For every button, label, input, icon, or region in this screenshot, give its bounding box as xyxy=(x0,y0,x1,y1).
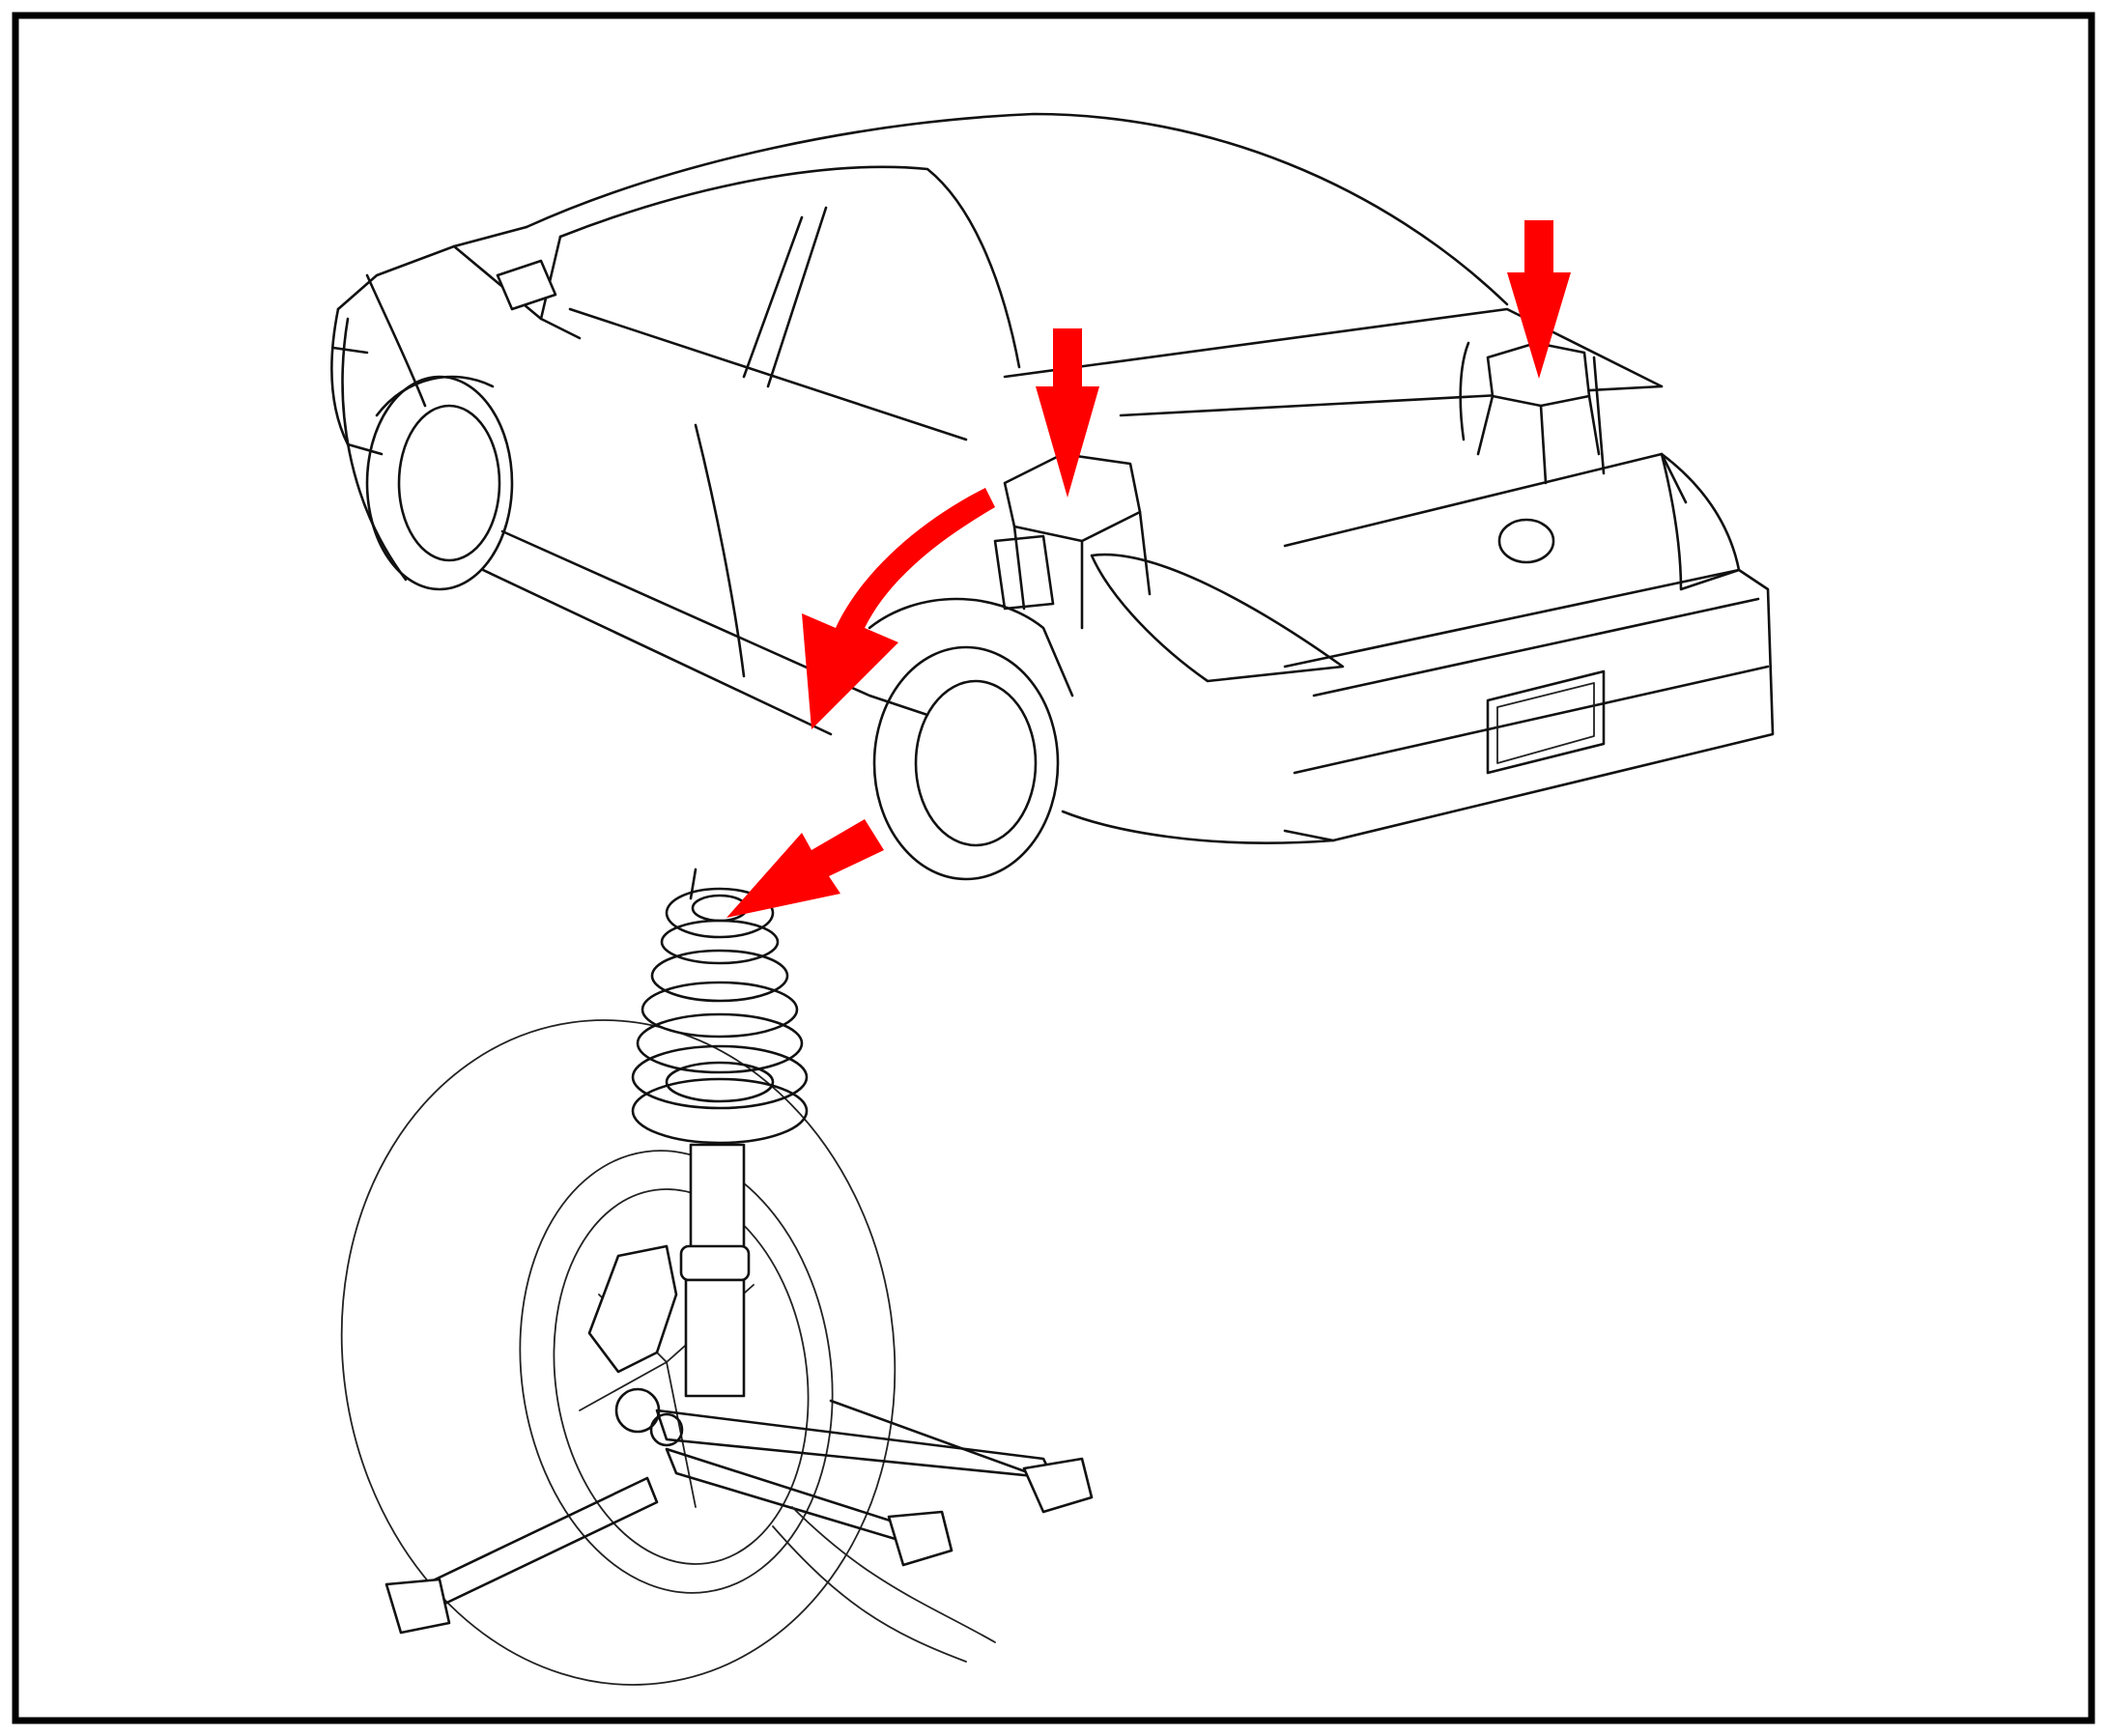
rear-strut-assembly xyxy=(340,868,1094,1686)
figure-frame xyxy=(12,12,2095,1724)
shock-absorber xyxy=(679,1143,751,1398)
suspension-arms xyxy=(384,1399,1094,1663)
left-strut-mount-arrow xyxy=(1036,328,1099,498)
callout-arrows xyxy=(726,220,1571,918)
right-strut-mount-arrow xyxy=(1507,220,1571,379)
remove-strut-curved-arrow xyxy=(802,488,995,729)
strut-top-nut-arrow xyxy=(726,819,884,918)
coil-spring xyxy=(631,919,809,1145)
